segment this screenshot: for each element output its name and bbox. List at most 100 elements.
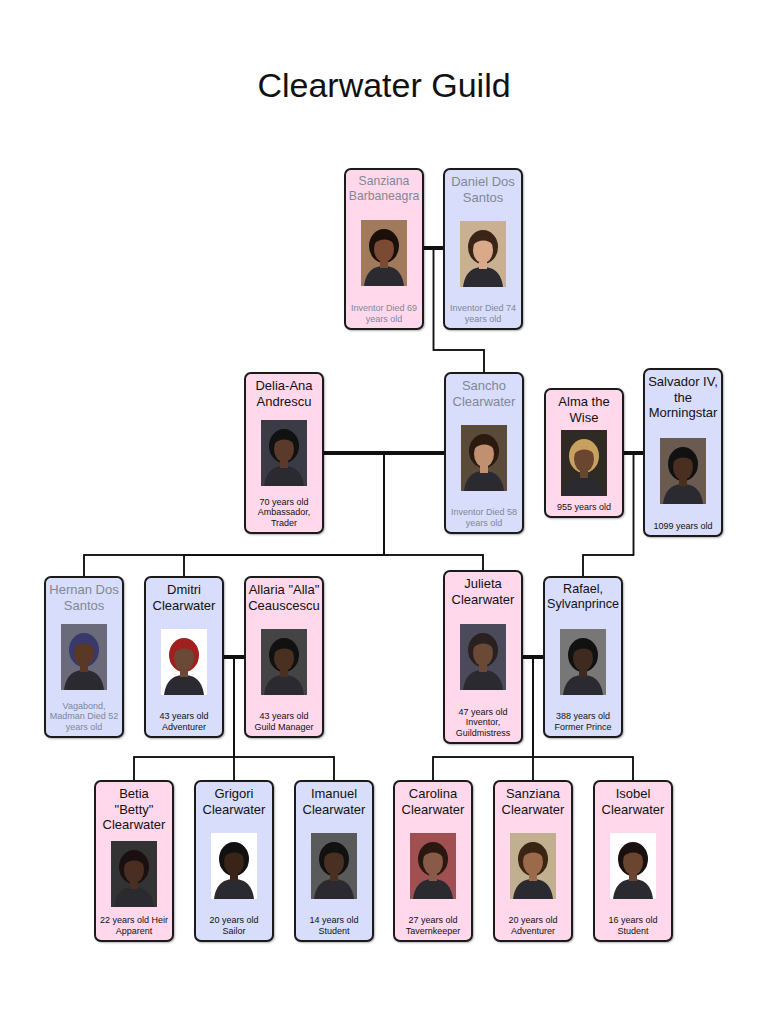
portrait-background — [61, 624, 107, 690]
portrait-fringe — [673, 453, 693, 461]
portrait-fringe — [574, 446, 594, 454]
person-details: 16 years old Student — [597, 915, 669, 936]
person-details: 27 years old Tavernkeeper — [397, 915, 469, 936]
descent-line — [84, 453, 384, 576]
portrait-fringe — [623, 849, 643, 857]
portrait-background — [261, 420, 307, 486]
portrait-face — [224, 849, 244, 875]
person-card: Sanziana Clearwater20 years old Adventur… — [493, 780, 573, 942]
person-name: Daniel Dos Santos — [447, 174, 519, 205]
portrait-shoulders — [463, 267, 503, 287]
person-card: Hernan Dos SantosVagabond, Madman Died 5… — [44, 576, 124, 738]
portrait — [510, 833, 556, 899]
portrait-background — [610, 833, 656, 899]
person-card: Allaria "Alla" Ceauscescu 43 years old Gu… — [244, 576, 324, 738]
portrait-background — [161, 629, 207, 695]
person-card: Isobel Clearwater 16 years old Student — [593, 780, 673, 942]
portrait-hair — [418, 842, 448, 876]
person-name: Isobel Clearwater — [597, 786, 669, 817]
portrait-face — [423, 849, 443, 875]
person-card: Rafael, Sylvanprince 388 years old Former… — [543, 576, 623, 738]
portrait-background — [461, 425, 507, 491]
portrait-hair — [369, 229, 399, 263]
portrait-shoulders — [114, 887, 154, 907]
person-details: Inventor Died 58 years old — [448, 507, 520, 528]
portrait-hair — [319, 842, 349, 876]
person-card: Sancho ClearwaterInventor Died 58 years … — [444, 372, 524, 534]
person-name: Imanuel Clearwater — [298, 786, 370, 817]
person-details: 43 years old Adventurer — [148, 711, 220, 732]
portrait-shoulders — [64, 670, 104, 690]
person-card: Imanuel Clearwater14 years old Student — [294, 780, 374, 942]
portrait-fringe — [423, 849, 443, 857]
portrait-background — [660, 438, 706, 504]
person-card: Julieta Clearwater 47 years old Inventor,… — [443, 570, 523, 744]
portrait-background — [460, 624, 506, 690]
portrait — [460, 624, 506, 690]
person-card: Dmitri Clearwater43 years old Adventurer — [144, 576, 224, 738]
person-details: Vagabond, Madman Died 52 years old — [48, 701, 120, 732]
portrait-face — [274, 645, 294, 671]
portrait-face — [574, 446, 594, 472]
person-card: Salvador IV, the Morningstar 1099 years o… — [643, 368, 723, 537]
portrait-shoulders — [164, 675, 204, 695]
portrait-shoulders — [663, 484, 703, 504]
person-name: Sanziana Barbaneagra — [348, 174, 420, 203]
descent-line — [224, 657, 234, 780]
portrait — [461, 425, 507, 491]
portrait-shoulders — [463, 670, 503, 690]
portrait-face — [473, 640, 493, 666]
person-card: Sanziana BarbaneagraInventor Died 69 yea… — [344, 168, 424, 330]
descent-line — [184, 453, 384, 576]
person-name: Salvador IV, the Morningstar — [647, 374, 719, 421]
portrait-fringe — [274, 645, 294, 653]
portrait-hair — [668, 447, 698, 481]
portrait-shoulders — [264, 675, 304, 695]
diagram-title: Clearwater Guild — [0, 66, 768, 105]
portrait — [61, 624, 107, 690]
person-card: Delia-Ana Andrescu70 years old Ambassado… — [244, 372, 324, 534]
portrait — [561, 430, 607, 496]
person-card: Betia "Betty" Clearwater22 years old Hei… — [94, 780, 174, 942]
portrait — [660, 438, 706, 504]
person-details: 22 years old Heir Apparent — [98, 915, 170, 936]
person-name: Alma the Wise — [548, 394, 620, 425]
person-name: Sancho Clearwater — [448, 378, 520, 409]
portrait — [111, 841, 157, 907]
portrait-face — [274, 436, 294, 462]
portrait-face — [623, 849, 643, 875]
portrait-face — [174, 645, 194, 671]
portrait-hair — [269, 429, 299, 463]
portrait-background — [410, 833, 456, 899]
portrait-background — [261, 629, 307, 695]
portrait-hair — [219, 842, 249, 876]
descent-line — [533, 657, 543, 780]
portrait-shoulders — [563, 675, 603, 695]
portrait-hair — [518, 842, 548, 876]
person-name: Allaria "Alla" Ceauscescu — [248, 582, 320, 613]
portrait-fringe — [523, 849, 543, 857]
descent-line — [523, 657, 533, 780]
person-details: 1099 years old — [647, 521, 719, 531]
portrait-background — [211, 833, 257, 899]
person-details: 388 years old Former Prince — [547, 711, 619, 732]
portrait-face — [374, 236, 394, 262]
portrait-shoulders — [214, 879, 254, 899]
portrait-shoulders — [613, 879, 653, 899]
person-name: Julieta Clearwater — [447, 576, 519, 607]
portrait-hair — [269, 638, 299, 672]
portrait — [261, 629, 307, 695]
portrait-fringe — [473, 237, 493, 245]
person-details: Inventor Died 69 years old — [348, 303, 420, 324]
person-details: 43 years old Guild Manager — [248, 711, 320, 732]
portrait — [410, 833, 456, 899]
person-name: Rafael, Sylvanprince — [547, 582, 619, 612]
portrait-fringe — [124, 857, 144, 865]
portrait — [311, 833, 357, 899]
portrait-face — [324, 849, 344, 875]
portrait-shoulders — [364, 266, 404, 286]
person-card: Grigori Clearwater20 years old Sailor — [194, 780, 274, 942]
person-details: 47 years old Inventor, Guildmistress — [447, 707, 519, 738]
portrait-background — [510, 833, 556, 899]
portrait-shoulders — [413, 879, 453, 899]
